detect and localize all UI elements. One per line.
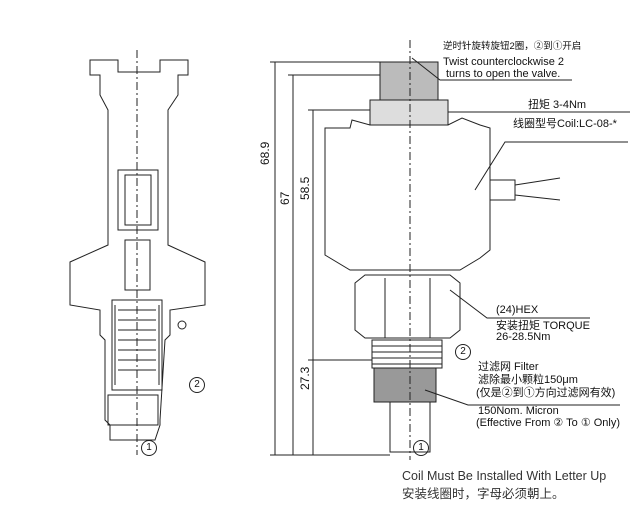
filter-label-3: (仅是②到①方向过滤网有效) xyxy=(476,387,616,399)
filter-label-5: (Effective From ② To ① Only) xyxy=(476,417,621,429)
leader-lines xyxy=(411,57,630,406)
twist-cn-label: 逆时针旋转旋钮2圈，②到①开启 xyxy=(443,41,582,52)
dimension-67: 67 xyxy=(278,191,292,205)
footer-note-cn: 安装线圈时，字母必须朝上。 xyxy=(402,487,565,501)
knob-torque-label: 扭矩 3-4Nm xyxy=(528,99,587,111)
install-torque-value: 26-28.5Nm xyxy=(496,331,551,343)
twist-en-label-1: Twist counterclockwise 2 xyxy=(443,56,565,68)
dimension-58-5: 58.5 xyxy=(298,176,312,200)
filter-label-4: 150Nom. Micron xyxy=(478,405,559,417)
coil-label: 线圈型号Coil:LC-08-* xyxy=(513,118,617,130)
port-1-marker-right: 1 xyxy=(413,440,429,456)
port-2-marker-right: 2 xyxy=(455,344,471,360)
dimension-27-3: 27.3 xyxy=(298,366,312,390)
install-torque-label: 安装扭矩 TORQUE xyxy=(496,320,590,332)
section-view xyxy=(69,50,206,455)
filter-label-2: 滤除最小颗粒150μm xyxy=(478,374,578,386)
footer-note-en: Coil Must Be Installed With Letter Up xyxy=(402,469,607,483)
port-2-marker-left: 2 xyxy=(189,377,205,393)
filter-label-1: 过滤网 Filter xyxy=(478,361,539,373)
port-1-marker-left: 1 xyxy=(141,440,157,456)
twist-en-label-2: turns to open the valve. xyxy=(446,68,561,80)
hex-label: (24)HEX xyxy=(496,304,539,316)
side-view xyxy=(270,40,561,460)
dimension-68-9: 68.9 xyxy=(258,141,272,165)
